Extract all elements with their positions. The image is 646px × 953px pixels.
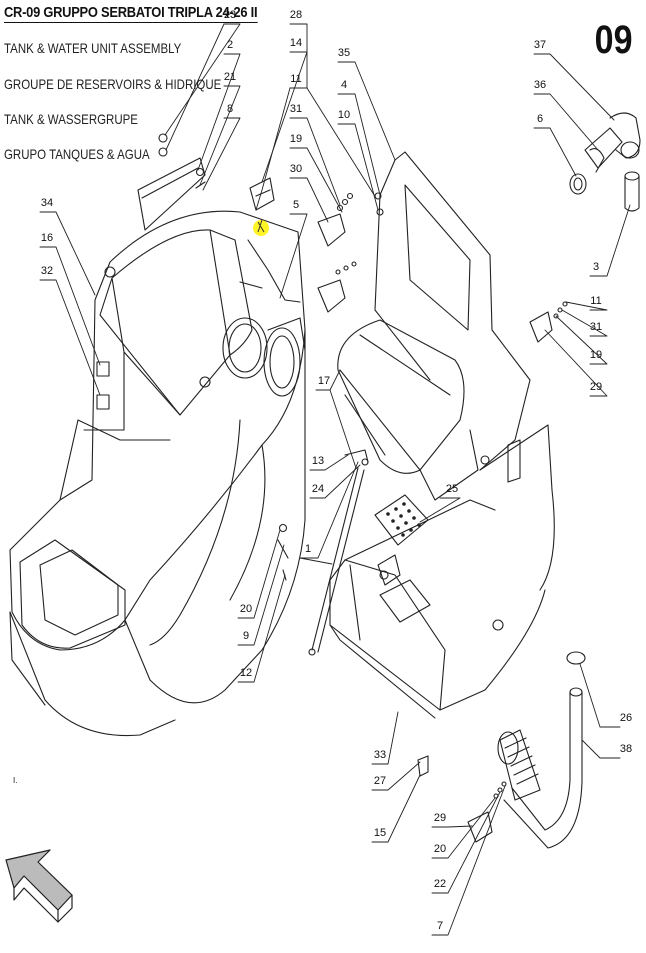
drain-hose-assembly <box>497 651 586 849</box>
callout-label: 13 <box>312 455 324 467</box>
page-title: CR-09 GRUPPO SERBATOI TRIPLA 24-26 II <box>4 4 258 23</box>
subtitle-fr: GROUPE DE RESERVOIRS & HIDRIQUE <box>4 76 222 92</box>
callout-label: 38 <box>620 743 632 755</box>
callout-label: 29 <box>434 812 446 824</box>
callout-label: 4 <box>341 79 347 91</box>
elbow-pipe-assembly <box>569 112 641 212</box>
mounting-bracket <box>137 133 206 231</box>
connector-part-28 <box>249 177 275 211</box>
callout-label: 19 <box>590 349 602 361</box>
callout-label: 31 <box>290 103 302 115</box>
callout-label: 20 <box>434 843 446 855</box>
callout-label: 31 <box>590 321 602 333</box>
callout-label: 22 <box>434 878 446 890</box>
callout-label: 8 <box>227 103 233 115</box>
callout-label: 14 <box>290 37 302 49</box>
page-number: 09 <box>594 18 632 62</box>
callout-label: 11 <box>590 295 601 307</box>
callout-label: 37 <box>534 39 546 51</box>
callout-label: 20 <box>240 603 252 615</box>
leader-lines <box>39 23 631 936</box>
callout-label: 24 <box>312 483 324 495</box>
callout-label: 5 <box>293 199 299 211</box>
clamp-set-right <box>529 301 568 343</box>
highlight-marker <box>253 220 269 236</box>
callout-label: 33 <box>374 749 386 761</box>
subtitle-es: GRUPO TANQUES & AGUA <box>4 146 150 162</box>
rod-assembly <box>277 449 369 656</box>
callout-label: 17 <box>318 375 330 387</box>
subtitle-de: TANK & WASSERGRUPE <box>4 111 138 127</box>
callout-label: 36 <box>534 79 546 91</box>
callout-label: 30 <box>290 163 302 175</box>
callout-label: 34 <box>41 197 53 209</box>
subtitle-en: TANK & WATER UNIT ASSEMBLY <box>4 40 182 56</box>
callout-label: 27 <box>374 775 386 787</box>
callout-label: 1 <box>305 543 311 555</box>
callout-label: 15 <box>374 827 386 839</box>
callout-label: 10 <box>338 109 350 121</box>
callout-label: 25 <box>446 483 458 495</box>
callout-label: 23 <box>224 9 236 21</box>
callout-label: 7 <box>437 920 443 932</box>
callout-label: 12 <box>240 667 252 679</box>
callout-label: 16 <box>41 232 53 244</box>
callout-label: 29 <box>590 381 602 393</box>
footnote: I. <box>13 776 18 785</box>
callout-label: 32 <box>41 265 53 277</box>
callout-labels: 2322182814113119305354103736631131192934… <box>41 9 632 932</box>
clamp-set-upper <box>317 192 384 313</box>
callout-label: 26 <box>620 712 632 724</box>
callout-label: 3 <box>593 261 599 273</box>
right-tank-body <box>329 151 555 719</box>
left-tank-body <box>9 210 306 737</box>
callout-label: 9 <box>243 630 249 642</box>
callout-label: 19 <box>290 133 302 145</box>
callout-label: 11 <box>290 73 301 85</box>
orientation-arrow-icon <box>5 849 73 923</box>
clamp-set-lower <box>417 755 507 843</box>
callout-label: 28 <box>290 9 302 21</box>
callout-label: 2 <box>227 39 233 51</box>
callout-label: 6 <box>537 113 543 125</box>
callout-label: 35 <box>338 47 350 59</box>
callout-label: 21 <box>224 71 236 83</box>
